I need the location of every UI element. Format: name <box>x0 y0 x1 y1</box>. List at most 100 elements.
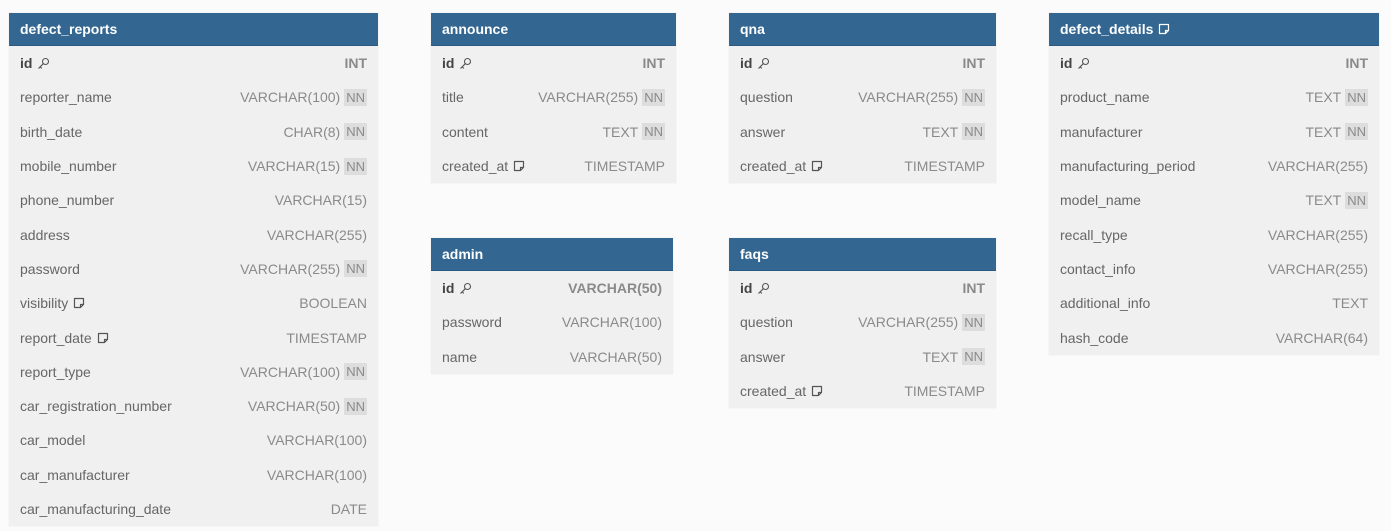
table-header[interactable]: admin <box>431 238 673 271</box>
column-row[interactable]: phone_number VARCHAR(15) <box>9 183 378 217</box>
column-type-group: VARCHAR(100) <box>267 432 367 448</box>
note-icon[interactable] <box>811 160 823 172</box>
not-null-badge: NN <box>344 88 367 106</box>
not-null-badge: NN <box>1345 88 1368 106</box>
column-type-group: INT <box>642 55 665 71</box>
column-name: manufacturer <box>1060 124 1142 140</box>
table-header[interactable]: faqs <box>729 238 996 271</box>
table-header[interactable]: defect_details <box>1049 13 1379 46</box>
not-null-badge: NN <box>1345 191 1368 209</box>
column-type: VARCHAR(50) <box>247 398 341 415</box>
column-row[interactable]: id INT <box>729 271 996 305</box>
table-header[interactable]: qna <box>729 13 996 46</box>
column-name-text: id <box>740 280 753 297</box>
column-name: name <box>442 349 477 365</box>
note-icon[interactable] <box>73 297 85 309</box>
table-title: qna <box>740 21 765 37</box>
column-type: VARCHAR(100) <box>240 363 341 380</box>
column-name-text: car_model <box>20 432 86 449</box>
column-type-group: INT <box>962 280 985 296</box>
column-type-group: BOOLEAN <box>299 295 367 311</box>
column-name-text: recall_type <box>1060 226 1128 243</box>
not-null-badge: NN <box>962 313 985 331</box>
column-row[interactable]: address VARCHAR(255) <box>9 217 378 251</box>
column-name: additional_info <box>1060 295 1150 311</box>
column-type: TIMESTAMP <box>904 158 985 175</box>
column-name-text: title <box>442 89 464 106</box>
column-type-group: TIMESTAMP <box>904 158 985 174</box>
column-type: TEXT <box>922 123 959 140</box>
column-type-group: VARCHAR(15) <box>275 192 367 208</box>
key-icon <box>757 57 770 70</box>
column-name-text: contact_info <box>1060 260 1136 277</box>
column-name-text: phone_number <box>20 192 115 209</box>
note-icon[interactable] <box>513 160 525 172</box>
column-type: TEXT <box>1305 89 1342 106</box>
note-icon[interactable] <box>97 332 109 344</box>
column-name-text: address <box>20 226 70 243</box>
note-icon[interactable] <box>811 385 823 397</box>
table-header[interactable]: defect_reports <box>9 13 378 46</box>
not-null-badge: NN <box>344 397 367 415</box>
key-icon <box>757 282 770 295</box>
column-type: INT <box>962 55 985 72</box>
table-header[interactable]: announce <box>431 13 676 46</box>
column-name-text: additional_info <box>1060 295 1151 312</box>
column-row[interactable]: car_model VARCHAR(100) <box>9 423 378 457</box>
not-null-badge: NN <box>344 157 367 175</box>
column-name: created_at <box>442 158 525 174</box>
note-icon[interactable] <box>1158 23 1170 35</box>
column-type: TIMESTAMP <box>584 158 665 175</box>
column-name-text: created_at <box>740 383 807 400</box>
column-row[interactable]: created_at TIMESTAMP <box>431 149 676 183</box>
column-type-group: VARCHAR(50)NN <box>247 397 367 415</box>
not-null-badge: NN <box>344 260 367 278</box>
column-type: VARCHAR(255) <box>538 89 639 106</box>
column-type: TIMESTAMP <box>286 329 367 346</box>
column-type-group: VARCHAR(255) <box>267 227 367 243</box>
column-type-group: VARCHAR(64) <box>1276 330 1368 346</box>
column-name: password <box>20 261 80 277</box>
column-name: car_model <box>20 432 85 448</box>
